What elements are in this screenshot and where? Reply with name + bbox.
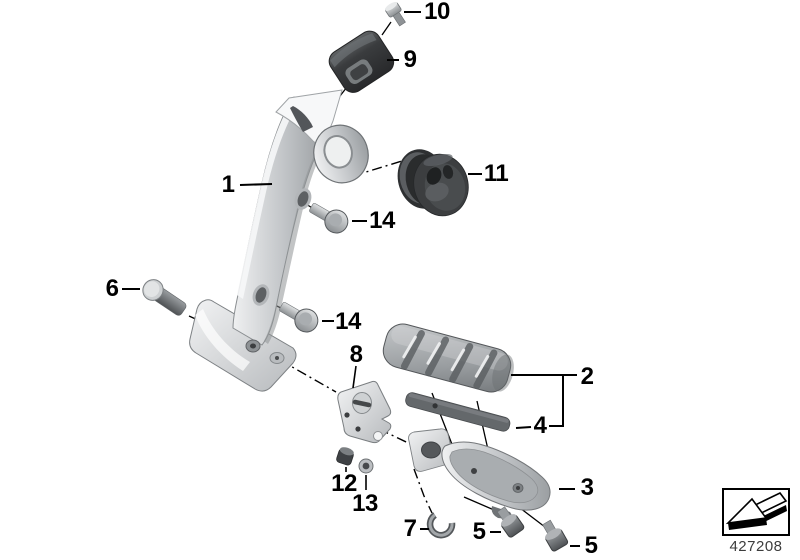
part-14-screw-lower: [279, 302, 319, 333]
part-3-footrest: [408, 428, 551, 519]
callout-14-lower[interactable]: 14: [335, 308, 361, 335]
callout-14-upper[interactable]: 14: [369, 207, 395, 234]
callout-1[interactable]: 1: [221, 171, 235, 198]
part-12-nut: [336, 447, 354, 466]
bracket-blade-notch: [290, 106, 313, 132]
bracket-hole-lower: [252, 284, 270, 306]
callout-6[interactable]: 6: [105, 275, 119, 302]
callout-9[interactable]: 9: [403, 46, 417, 73]
part-4-shim-plate: [405, 392, 511, 432]
bracket-arm-shade: [264, 141, 326, 344]
callout-5-rear[interactable]: 5: [584, 532, 598, 559]
axis-clip: [413, 468, 433, 514]
part-13-washer: [358, 458, 374, 474]
drawing-number: 427208: [729, 538, 783, 555]
callout-13[interactable]: 13: [352, 490, 378, 517]
part-2-footrest-rubber: [382, 323, 514, 393]
bracket-foot-highlight: [195, 309, 250, 371]
direction-arrow-icon: [725, 491, 788, 530]
bracket-arm-highlight: [237, 103, 296, 299]
bracket-foot-hole-pin: [245, 339, 261, 353]
part-6-pin: [142, 279, 187, 316]
bracket-foot-hole-axis: [269, 352, 285, 364]
part-7-clip: [426, 512, 456, 539]
part-1-bracket: [189, 89, 369, 392]
part-5-screw-rear: [542, 519, 569, 552]
callout-4[interactable]: 4: [533, 412, 547, 439]
callout-leader-lines: [122, 11, 580, 547]
part-5-screw-front: [496, 506, 525, 538]
part-10-screw: [385, 1, 406, 27]
bracket-foot: [189, 299, 297, 392]
bracket-hole-upper: [294, 188, 312, 210]
footrest-recess: [449, 448, 539, 504]
direction-arrow-box: [722, 488, 790, 536]
part-14-screw-upper: [309, 203, 349, 234]
callout-11[interactable]: 11: [483, 160, 509, 187]
bracket-ring: [313, 124, 369, 184]
part-8-adapter-plate: [337, 380, 392, 444]
callout-12[interactable]: 12: [331, 470, 357, 497]
callout-10[interactable]: 10: [424, 0, 450, 25]
callout-8[interactable]: 8: [349, 341, 363, 368]
callout-7[interactable]: 7: [403, 515, 417, 542]
callout-2[interactable]: 2: [580, 363, 594, 390]
part-9-buffer: [328, 30, 395, 93]
part-11-grommet: [397, 149, 469, 217]
callout-3[interactable]: 3: [580, 474, 594, 501]
callout-5-front[interactable]: 5: [472, 518, 486, 545]
